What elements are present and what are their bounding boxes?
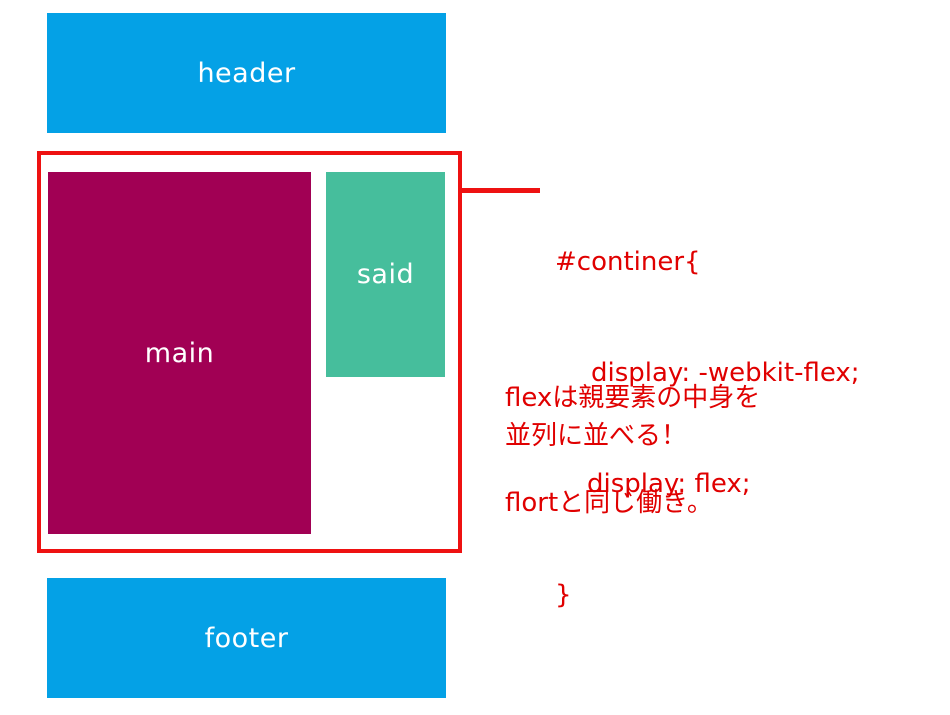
header-box: header bbox=[47, 13, 446, 133]
code-line-webkit-flex: display: -webkit-flex; bbox=[591, 358, 860, 388]
main-box: main bbox=[48, 172, 311, 534]
flex-container-outline bbox=[37, 151, 462, 553]
main-label: main bbox=[144, 337, 215, 369]
footer-label: footer bbox=[204, 622, 289, 654]
code-line-flex: display: flex; bbox=[587, 469, 751, 499]
header-label: header bbox=[197, 57, 296, 89]
css-code-annotation: #continer{ display: -webkit-flex; displa… bbox=[555, 170, 860, 651]
note-line-2: 並列に並べる！ bbox=[505, 421, 688, 451]
note-line-1: flexは親要素の中身を bbox=[505, 383, 761, 413]
code-line-close-brace: } bbox=[555, 580, 572, 610]
annotation-connector-line bbox=[458, 188, 540, 193]
code-line-selector: #continer{ bbox=[555, 247, 701, 277]
footer-box: footer bbox=[47, 578, 446, 698]
said-label: said bbox=[356, 259, 415, 290]
note-line-3: flortと同じ働き。 bbox=[505, 488, 713, 518]
said-box: said bbox=[326, 172, 445, 377]
